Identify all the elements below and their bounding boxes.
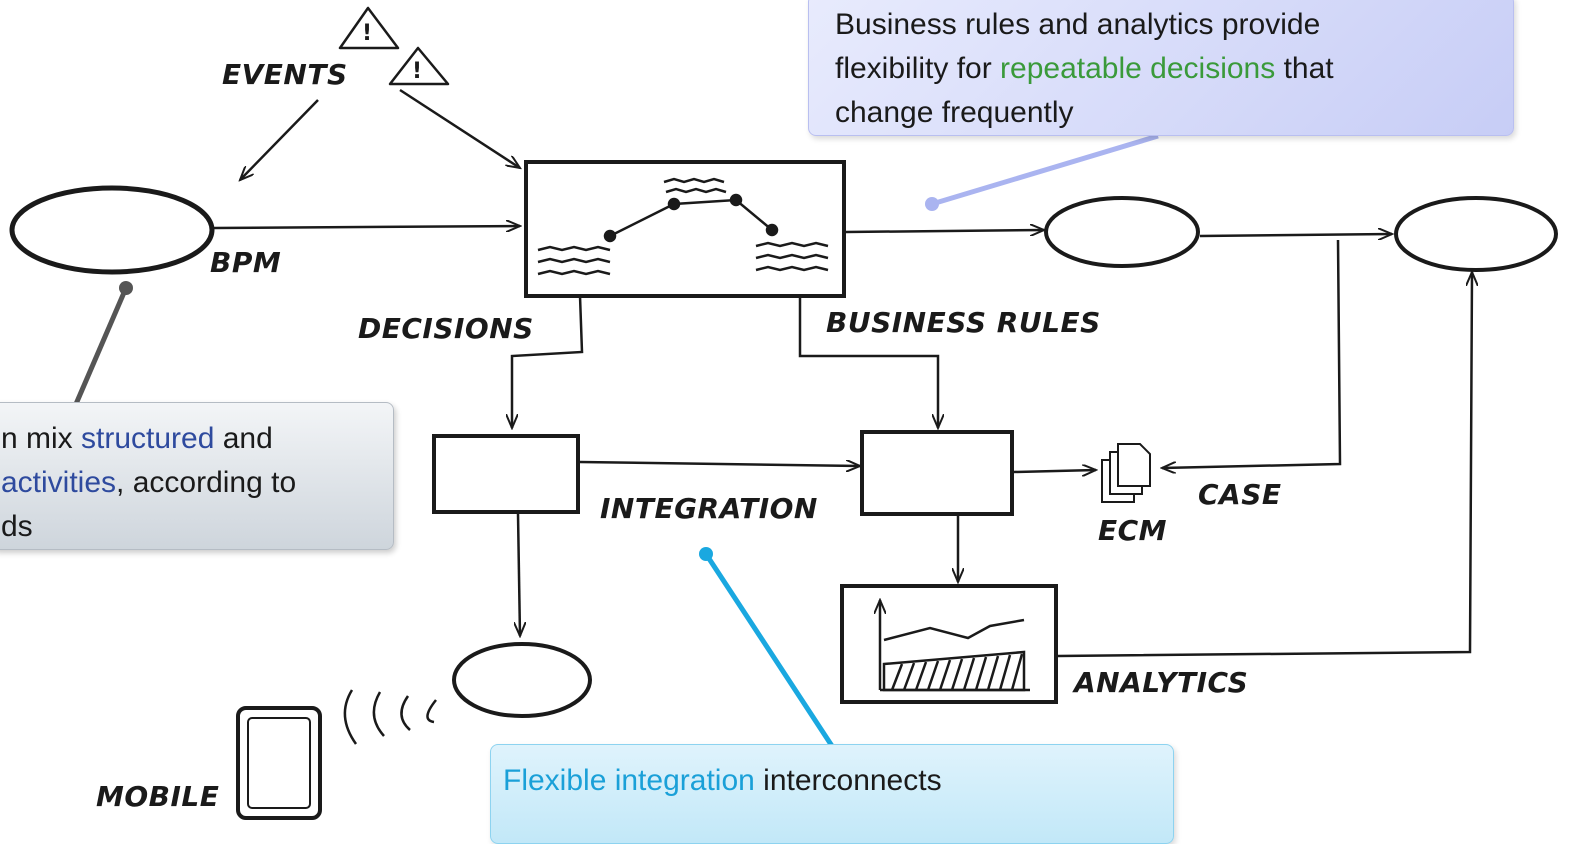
decisions-box bbox=[524, 160, 846, 298]
decisions-label: DECISIONS bbox=[358, 312, 534, 345]
integration-to-mobile-arrow bbox=[518, 513, 520, 636]
rules-callout: Business rules and analytics provide fle… bbox=[808, 0, 1514, 136]
documents-icon bbox=[1101, 443, 1151, 503]
bpm-node bbox=[9, 185, 215, 275]
analytics-to-end-arrow bbox=[1057, 272, 1472, 658]
rules-callout-text: flexibility for bbox=[835, 52, 1001, 85]
rules-callout-dot bbox=[925, 197, 939, 211]
analytics-label: ANALYTICS bbox=[1072, 666, 1248, 699]
svg-text:!: ! bbox=[412, 59, 422, 84]
integration-callout-line-1: Flexible integration interconnects bbox=[503, 759, 1161, 803]
mobile-node bbox=[452, 642, 592, 718]
tablet-icon bbox=[236, 706, 322, 820]
process-node bbox=[1044, 196, 1200, 268]
bpm-callout-text: , according to bbox=[116, 466, 297, 499]
bpm-callout-line-3: ds bbox=[1, 510, 33, 543]
diagram-canvas: ! ! EVENTS BPM DECISIONS BUSINESS RULES bbox=[9, 6, 1558, 820]
bpm-callout-line-1: n mix structured and bbox=[1, 417, 393, 461]
integration-callout-highlight: Flexible integration bbox=[503, 764, 755, 797]
mobile-label: MOBILE bbox=[96, 780, 219, 813]
warning-icon: ! bbox=[338, 6, 400, 50]
bpm-callout-text: and bbox=[214, 422, 273, 455]
bpm-callout-pointer bbox=[73, 287, 129, 405]
bpm-callout-line-2: activities, according to bbox=[1, 461, 393, 505]
events-to-decisions-arrow bbox=[399, 88, 520, 168]
case-label: CASE bbox=[1198, 478, 1282, 511]
bpm-callout-highlight: structured bbox=[81, 422, 215, 455]
bpm-callout-highlight: activities bbox=[1, 466, 117, 499]
rules-callout-pointer bbox=[931, 133, 1159, 207]
end-node bbox=[1394, 196, 1558, 272]
integration-callout: Flexible integration interconnects bbox=[490, 744, 1174, 844]
decisions-to-integration-arrow bbox=[512, 295, 584, 428]
events-to-bpm-arrow bbox=[240, 99, 319, 180]
warning-icon: ! bbox=[388, 46, 450, 86]
events-label: EVENTS bbox=[222, 58, 348, 91]
rules-callout-line-3: change frequently bbox=[835, 96, 1074, 129]
integration-label: INTEGRATION bbox=[600, 492, 818, 525]
business-rules-label: BUSINESS RULES bbox=[826, 306, 1101, 339]
rules-callout-text: that bbox=[1275, 52, 1334, 85]
bpm-to-decisions-arrow bbox=[213, 226, 520, 228]
integration-callout-dot bbox=[699, 547, 713, 561]
bpm-callout-text: n mix bbox=[1, 422, 82, 455]
rules-callout-line-2: flexibility for repeatable decisions tha… bbox=[835, 47, 1487, 91]
rules-to-service-arrow bbox=[798, 296, 938, 428]
ecm-label: ECM bbox=[1098, 514, 1167, 547]
decisions-to-process-arrow bbox=[845, 230, 1044, 232]
rules-callout-line-1: Business rules and analytics provide bbox=[835, 8, 1321, 41]
integration-box-right bbox=[860, 430, 1014, 516]
svg-text:!: ! bbox=[362, 21, 372, 46]
case-arrow bbox=[1162, 239, 1342, 468]
wireless-signal-icon bbox=[343, 689, 437, 745]
analytics-chart-sketch bbox=[880, 600, 1030, 692]
decision-tree-sketch bbox=[537, 177, 829, 276]
service-to-ecm-arrow bbox=[1013, 470, 1096, 472]
integration-box-left bbox=[432, 434, 580, 514]
rules-callout-highlight: repeatable decisions bbox=[1000, 52, 1276, 85]
integration-callout-pointer bbox=[703, 552, 835, 748]
process-to-end-arrow bbox=[1199, 234, 1392, 236]
bpm-callout: n mix structured and activities, accordi… bbox=[0, 402, 394, 550]
integration-arrow bbox=[579, 462, 860, 466]
bpm-label: BPM bbox=[210, 246, 281, 279]
integration-callout-text: interconnects bbox=[754, 764, 942, 797]
bpm-callout-dot bbox=[119, 281, 133, 295]
